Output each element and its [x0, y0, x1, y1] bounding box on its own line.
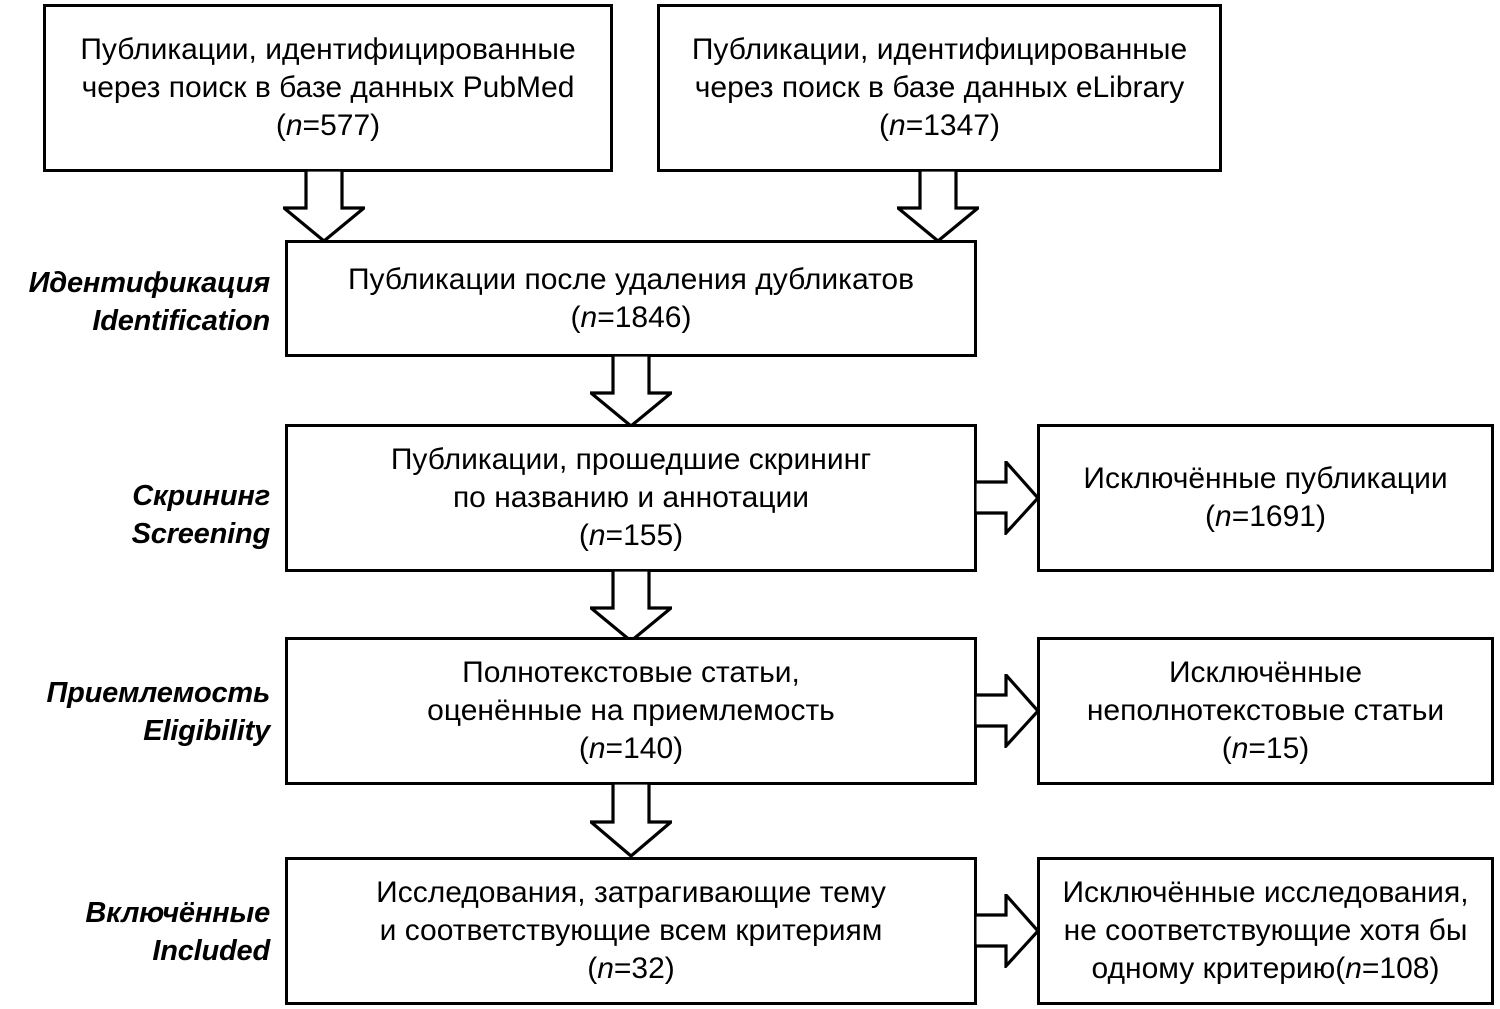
- pubmed-line-1: Публикации, идентифицированные: [80, 33, 576, 67]
- stage-label-eligibility-ru: Приемлемость: [46, 677, 270, 709]
- eligibility-count: (n=140): [578, 731, 684, 765]
- elibrary-line-1: Публикации, идентифицированные: [691, 33, 1188, 67]
- stage-label-screening-en: Screening: [131, 517, 271, 550]
- arrow-pubmed-to-dedup: [283, 170, 365, 242]
- arrow-eligibility-to-included: [590, 783, 672, 857]
- deduplication-line-1: Публикации после удаления дубликатов: [347, 262, 914, 296]
- pubmed-count: (n=577): [275, 108, 381, 142]
- screening-box: Публикации, прошедшие скрининг по назван…: [285, 424, 977, 572]
- elibrary-line-2: через поиск в базе данных eLibrary: [694, 71, 1185, 105]
- screening-line-2: по названию и аннотации: [452, 481, 810, 515]
- included-excluded-box: Исключённые исследования, не соответству…: [1037, 857, 1494, 1005]
- screening-line-1: Публикации, прошедшие скрининг: [390, 443, 872, 477]
- deduplication-count: (n=1846): [570, 300, 692, 334]
- screening-excluded-count: (n=1691): [1205, 500, 1326, 533]
- included-line-2: и соответствующие всем критериям: [379, 914, 883, 948]
- included-excluded-line-1: Исключённые исследования,: [1062, 876, 1469, 910]
- eligibility-line-1: Полнотекстовые статьи,: [462, 656, 800, 690]
- arrow-eligibility-to-excluded: [975, 674, 1039, 748]
- eligibility-excluded-line-2: неполнотекстовые статьи: [1086, 694, 1445, 728]
- stage-label-screening-ru: Скрининг: [132, 480, 270, 512]
- eligibility-line-2: оценённые на приемлемость: [427, 694, 835, 728]
- stage-label-included: Включённые Included: [0, 895, 270, 970]
- eligibility-excluded-box: Исключённые неполнотекстовые статьи (n=1…: [1037, 637, 1494, 785]
- arrow-included-to-excluded: [975, 894, 1039, 968]
- arrow-elibrary-to-dedup: [897, 170, 979, 242]
- stage-label-included-ru: Включённые: [85, 897, 270, 929]
- stage-label-eligibility-en: Eligibility: [143, 714, 270, 747]
- arrow-dedup-to-screening: [590, 355, 672, 427]
- deduplication-box: Публикации после удаления дубликатов (n=…: [285, 240, 977, 357]
- stage-label-included-en: Included: [152, 934, 270, 967]
- arrow-screening-to-eligibility: [590, 570, 672, 642]
- included-count: (n=32): [587, 951, 675, 985]
- stage-label-identification-ru: Идентификация: [28, 267, 271, 299]
- stage-label-eligibility: Приемлемость Eligibility: [0, 675, 270, 750]
- included-excluded-line-2: не соответствующие хотя бы: [1063, 914, 1468, 948]
- stage-label-identification: Идентификация Identification: [0, 265, 271, 340]
- eligibility-excluded-line-1: Исключённые: [1168, 656, 1363, 690]
- pubmed-line-2: через поиск в базе данных PubMed: [81, 71, 575, 105]
- eligibility-box: Полнотекстовые статьи, оценённые на прие…: [285, 637, 977, 785]
- pubmed-source-box: Публикации, идентифицированные через пои…: [43, 4, 613, 172]
- screening-excluded-line-1: Исключённые публикации: [1083, 462, 1448, 496]
- eligibility-excluded-count: (n=15): [1221, 731, 1310, 765]
- stage-label-screening: Скрининг Screening: [0, 478, 271, 553]
- stage-label-identification-en: Identification: [92, 304, 270, 337]
- included-excluded-count: одному критерию(n=108): [1091, 951, 1440, 985]
- screening-count: (n=155): [578, 518, 684, 552]
- arrow-screening-to-excluded: [975, 461, 1039, 535]
- elibrary-source-box: Публикации, идентифицированные через пои…: [657, 4, 1222, 172]
- elibrary-count: (n=1347): [879, 108, 1000, 142]
- screening-excluded-box: Исключённые публикации (n=1691): [1037, 424, 1494, 572]
- included-box: Исследования, затрагивающие тему и соотв…: [285, 857, 977, 1005]
- included-line-1: Исследования, затрагивающие тему: [376, 876, 886, 910]
